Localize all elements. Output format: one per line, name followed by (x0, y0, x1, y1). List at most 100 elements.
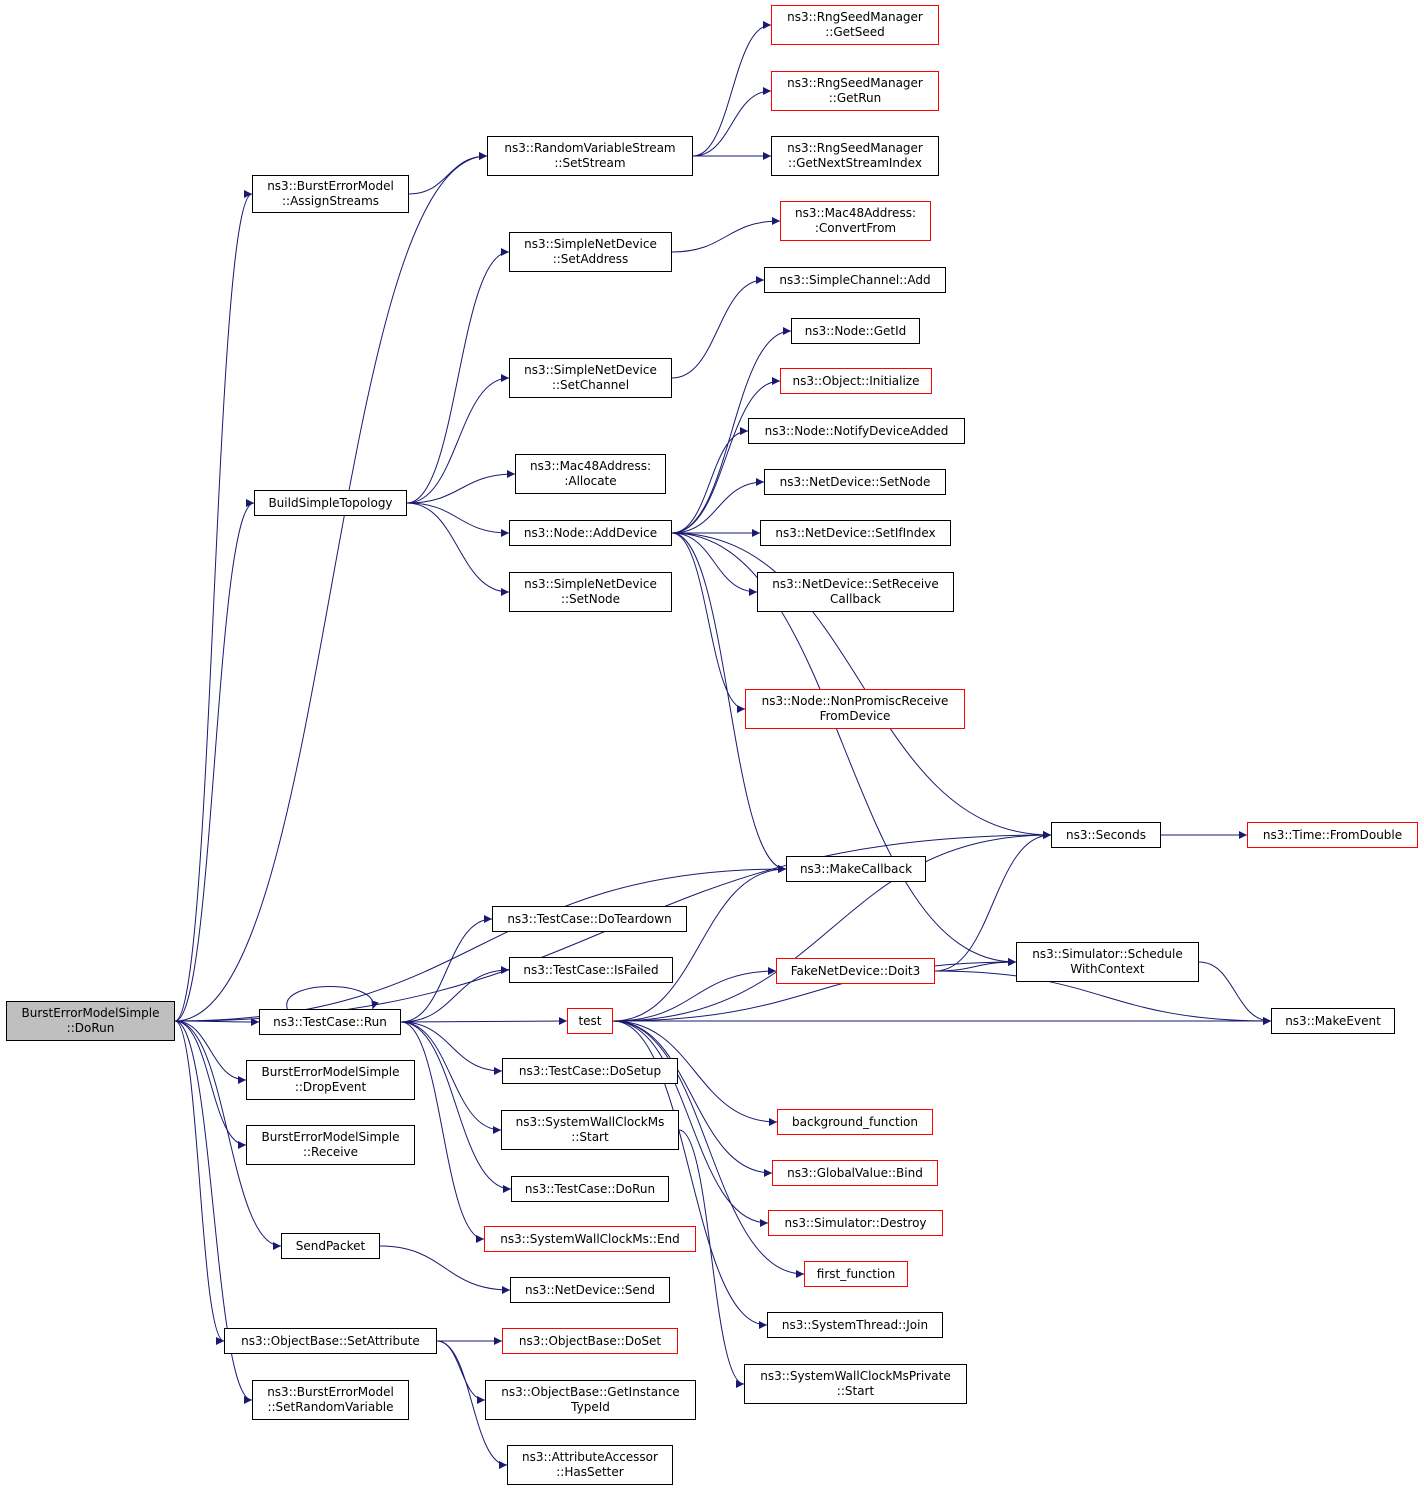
node-attributeaccessor-hassetter[interactable]: ns3::AttributeAccessor::HasSetter (507, 1445, 673, 1485)
node-label-line: ::SetChannel (551, 378, 630, 392)
node-testcase-dosetup[interactable]: ns3::TestCase::DoSetup (502, 1058, 678, 1084)
edge-testCaseRun-to-swcEnd (400, 1021, 485, 1243)
node-label-line: ::DropEvent (294, 1080, 367, 1094)
node-buildsimpletopology[interactable]: BuildSimpleTopology (254, 490, 407, 516)
edge-nodeAddDevice-to-netDevSetNode (671, 478, 765, 534)
node-label-line: BurstErrorModelSimple (261, 1065, 400, 1079)
edge-nodeAddDevice-to-nonPromisc (671, 532, 746, 713)
node-background-function[interactable]: background_function (777, 1109, 933, 1135)
node-first-function[interactable]: first_function (804, 1261, 908, 1287)
edge-root-to-testCaseRun (174, 1017, 260, 1026)
edge-snd_setAddress-to-convertFrom (671, 217, 781, 253)
edge-setAttribute-to-getInstanceTypeId (436, 1340, 486, 1404)
node-label-line: FromDevice (819, 709, 891, 723)
node-systemwallclockms-end[interactable]: ns3::SystemWallClockMs::End (484, 1226, 696, 1252)
node-object-initialize[interactable]: ns3::Object::Initialize (780, 368, 932, 394)
node-test[interactable]: test (567, 1008, 613, 1034)
node-testcase-isfailed[interactable]: ns3::TestCase::IsFailed (509, 957, 673, 983)
node-netdevice-send[interactable]: ns3::NetDevice::Send (510, 1277, 670, 1303)
node-label-line: ::SetNode (560, 592, 621, 606)
node-label-line: ::SetRandomVariable (267, 1400, 394, 1414)
node-label-line: BurstErrorModelSimple (261, 1130, 400, 1144)
edge-buildSimpleTopology-to-snd_setChannel (406, 374, 510, 504)
edge-snd_setChannel-to-simpleChannelAdd (671, 276, 765, 379)
edge-buildSimpleTopology-to-snd_setNode (406, 502, 510, 596)
edge-testCaseRun-to-testCaseDoRun (400, 1021, 512, 1193)
edge-test-to-seconds (612, 831, 1052, 1022)
node-objectbase-doset[interactable]: ns3::ObjectBase::DoSet (502, 1328, 678, 1354)
node-label-line: ::HasSetter (556, 1465, 624, 1479)
node-bursterrormodel-assignstreams[interactable]: ns3::BurstErrorModel::AssignStreams (252, 175, 409, 213)
node-simplechannel-add[interactable]: ns3::SimpleChannel::Add (764, 267, 946, 293)
node-globalvalue-bind[interactable]: ns3::GlobalValue::Bind (772, 1160, 938, 1186)
node-bursterrormodelsimple-dropevent[interactable]: BurstErrorModelSimple::DropEvent (246, 1060, 415, 1100)
node-label-line: ns3::SystemThread::Join (781, 1317, 929, 1332)
node-systemwallclockms-start[interactable]: ns3::SystemWallClockMs::Start (501, 1110, 679, 1150)
node-label-line: ns3::Node::NonPromiscReceive (761, 694, 949, 708)
node-label-line: ns3::ObjectBase::SetAttribute (241, 1333, 420, 1348)
node-makeevent[interactable]: ns3::MakeEvent (1271, 1008, 1395, 1034)
edge-testCaseRun-to-swcStart (400, 1021, 502, 1134)
node-bursterrormodel-setrandomvariable[interactable]: ns3::BurstErrorModel::SetRandomVariable (252, 1380, 409, 1420)
node-time-fromdouble[interactable]: ns3::Time::FromDouble (1247, 822, 1418, 848)
edge-testCaseRun-to-doTeardown (400, 915, 493, 1023)
edge-nodeAddDevice-to-notifyDeviceAdded (671, 427, 749, 534)
node-label-line: ns3::SystemWallClockMsPrivate (760, 1369, 951, 1383)
edge-root-to-receive (174, 1020, 247, 1149)
node-label-line: Callback (830, 592, 881, 606)
node-rngseedmanager-getnextstreamindex[interactable]: ns3::RngSeedManager::GetNextStreamIndex (771, 136, 939, 176)
edge-buildSimpleTopology-to-nodeAddDevice (406, 502, 510, 537)
node-label-line: ns3::SimpleNetDevice (524, 363, 657, 377)
node-label-line: ns3::Seconds (1066, 827, 1146, 842)
node-mac48address-allocate[interactable]: ns3::Mac48Address::Allocate (515, 454, 666, 494)
node-makecallback[interactable]: ns3::MakeCallback (786, 856, 926, 882)
edge-nodeAddDevice-to-setReceiveCallback (671, 532, 758, 596)
node-netdevice-setifindex[interactable]: ns3::NetDevice::SetIfIndex (760, 520, 951, 546)
node-label-line: :Allocate (564, 474, 617, 488)
node-systemwallclockmsprivate-start[interactable]: ns3::SystemWallClockMsPrivate::Start (744, 1364, 967, 1404)
node-label-line: ns3::ObjectBase::GetInstance (501, 1385, 680, 1399)
node-label-line: ns3::MakeEvent (1285, 1013, 1381, 1028)
node-node-getid[interactable]: ns3::Node::GetId (791, 318, 920, 344)
node-bursterrormodelsimple-receive[interactable]: BurstErrorModelSimple::Receive (246, 1125, 415, 1165)
edge-nodeAddDevice-to-objectInitialize (671, 377, 781, 534)
node-label-line: ns3::Simulator::Destroy (784, 1215, 927, 1230)
node-node-adddevice[interactable]: ns3::Node::AddDevice (509, 520, 672, 546)
edge-root-to-setStream (174, 152, 488, 1022)
node-label-line: ns3::Node::NotifyDeviceAdded (764, 423, 949, 438)
node-seconds[interactable]: ns3::Seconds (1051, 822, 1161, 848)
edge-sendPacket-to-netDevSend (379, 1245, 511, 1294)
node-testcase-dorun[interactable]: ns3::TestCase::DoRun (511, 1176, 669, 1202)
node-mac48address-convertfrom[interactable]: ns3::Mac48Address::ConvertFrom (780, 201, 931, 241)
node-node-notifydeviceadded[interactable]: ns3::Node::NotifyDeviceAdded (748, 418, 965, 444)
node-label-line: ::SetAddress (552, 252, 629, 266)
edge-root-to-dropEvent (174, 1020, 247, 1084)
node-label-line: ns3::ObjectBase::DoSet (518, 1333, 662, 1348)
node-label-line: ns3::BurstErrorModel (267, 1385, 394, 1399)
edge-test-to-scheduleWithContext (612, 958, 1017, 1022)
node-testcase-run[interactable]: ns3::TestCase::Run (259, 1009, 401, 1035)
node-simulator-destroy[interactable]: ns3::Simulator::Destroy (768, 1210, 943, 1236)
node-rngseedmanager-getrun[interactable]: ns3::RngSeedManager::GetRun (771, 71, 939, 111)
node-simplenetdevice-setaddress[interactable]: ns3::SimpleNetDevice::SetAddress (509, 232, 672, 272)
edge-testCaseRun-to-isFailed (400, 966, 510, 1023)
node-objectbase-setattribute[interactable]: ns3::ObjectBase::SetAttribute (224, 1328, 437, 1354)
node-netdevice-setnode[interactable]: ns3::NetDevice::SetNode (764, 469, 946, 495)
node-fakenetdevice-doit3[interactable]: FakeNetDevice::Doit3 (776, 958, 935, 984)
node-simplenetdevice-setnode[interactable]: ns3::SimpleNetDevice::SetNode (509, 572, 672, 612)
edge-testCaseRun-to-doSetup (400, 1021, 503, 1075)
node-systemthread-join[interactable]: ns3::SystemThread::Join (767, 1312, 943, 1338)
edge-root-to-assignStreams (174, 190, 253, 1022)
node-label-line: ns3::TestCase::Run (273, 1014, 387, 1029)
node-sendpacket[interactable]: SendPacket (281, 1233, 380, 1259)
node-simplenetdevice-setchannel[interactable]: ns3::SimpleNetDevice::SetChannel (509, 358, 672, 398)
edge-setAttribute-to-hasSetter (436, 1340, 508, 1469)
node-testcase-doteardown[interactable]: ns3::TestCase::DoTeardown (492, 906, 687, 932)
node-randomvariablestream-setstream[interactable]: ns3::RandomVariableStream::SetStream (487, 136, 693, 176)
node-rngseedmanager-getseed[interactable]: ns3::RngSeedManager::GetSeed (771, 5, 939, 45)
